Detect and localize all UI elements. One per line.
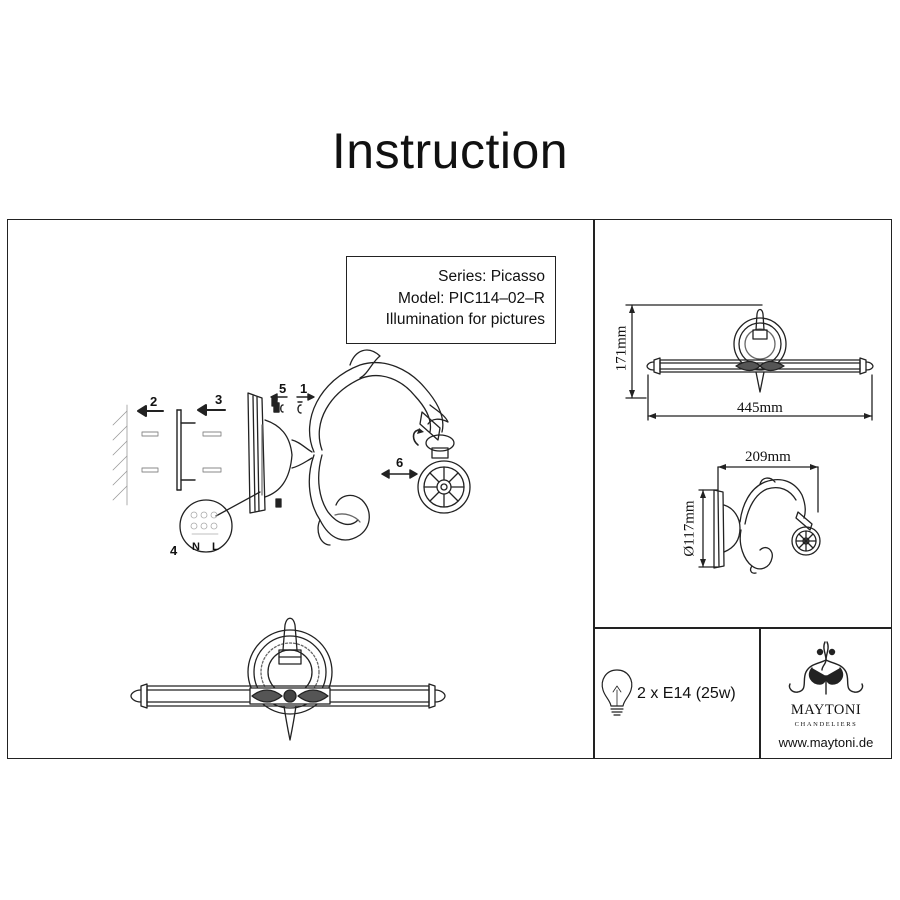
bulb-spec-label: 2 x E14 (25w): [637, 685, 736, 702]
double-arrow-icon: [381, 469, 418, 479]
wire-neutral-label: N: [192, 541, 200, 553]
front-view-diagram: [130, 617, 446, 741]
brand-tagline: CHANDELIERS: [794, 721, 858, 728]
step-3-label: 3: [215, 392, 223, 407]
light-bulb-icon: [601, 669, 633, 716]
wire-live-label: L: [212, 541, 219, 553]
depth-dimension-label: 209mm: [745, 449, 791, 465]
step-1-label: 1: [300, 381, 308, 396]
mounting-bracket-icon: [176, 409, 196, 491]
diameter-dimension-label: Ø117mm: [681, 500, 698, 557]
width-dimension-label: 445mm: [737, 400, 783, 416]
wall-hatch-icon: [112, 404, 128, 506]
rosette-flower-icon: [417, 460, 471, 514]
arrow-left-icon: [137, 404, 226, 417]
s-arm-body: [308, 349, 444, 546]
divider-vertical-footer: [759, 627, 761, 759]
front-view-small: [625, 304, 874, 421]
maytoni-logo-icon: [788, 641, 864, 695]
series-label: Series: Picasso: [438, 268, 545, 285]
wiring-detail-icon: [179, 491, 261, 553]
wall-plug-icon: [141, 431, 222, 473]
brand-name: MAYTONI: [790, 702, 862, 718]
side-view-small: [698, 464, 821, 574]
height-dimension-label: 171mm: [613, 325, 630, 372]
lamp-holder: [419, 404, 455, 459]
divider-vertical-main: [593, 219, 595, 759]
step-4-label: 4: [170, 543, 178, 558]
page-title: Instruction: [331, 123, 569, 179]
step-5-label: 5: [279, 381, 287, 396]
product-info-box: Series: Picasso Model: PIC114–02–R Illum…: [346, 256, 556, 344]
description-label: Illumination for pictures: [385, 311, 545, 328]
model-label: Model: PIC114–02–R: [397, 289, 545, 307]
exploded-assembly-diagram: [112, 349, 471, 553]
divider-horizontal-right: [593, 627, 892, 629]
step-6-label: 6: [396, 455, 404, 470]
brand-url-link[interactable]: www.maytoni.de: [778, 735, 874, 750]
instruction-sheet: [7, 219, 892, 759]
screw-direction-icon: [270, 393, 315, 414]
step-2-label: 2: [150, 394, 158, 409]
